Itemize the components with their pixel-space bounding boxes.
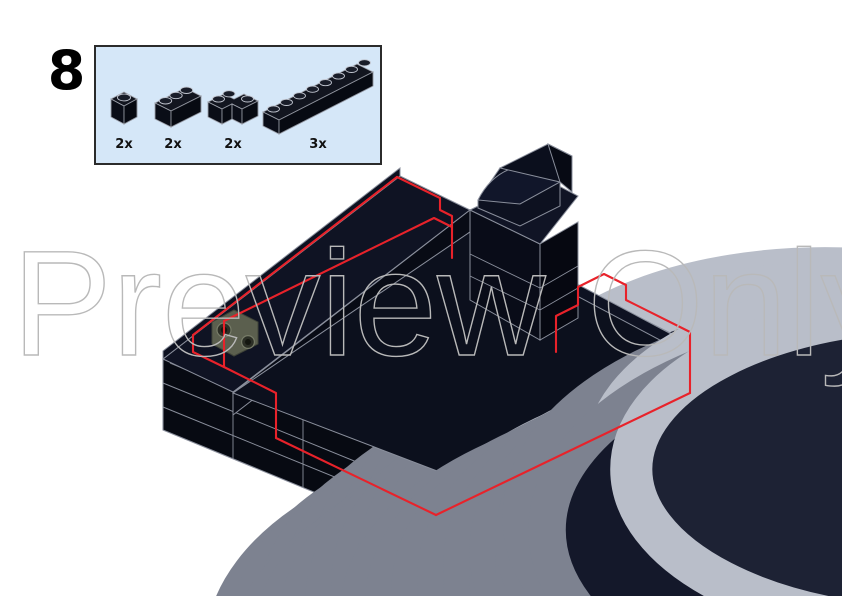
tower — [468, 143, 842, 596]
back-left-wall — [162, 166, 471, 417]
base-rim-top-right — [445, 344, 690, 474]
back-right-wall — [469, 209, 561, 276]
base-left-wall — [162, 352, 446, 547]
part-quantity-label: 2x — [115, 137, 133, 152]
right-ledge-wall — [559, 274, 691, 357]
part-slot-brick-1x8: 3x — [256, 43, 380, 155]
brick-1x3-icon — [153, 86, 203, 128]
model-geometry — [162, 143, 842, 596]
base-rim-top-left — [162, 175, 471, 393]
part-quantity-label: 2x — [164, 137, 182, 152]
watermark-text: Preview Only — [12, 219, 842, 387]
part-slot-brick-1x1: 2x — [100, 53, 148, 155]
part-quantity-label: 2x — [224, 137, 242, 152]
part-slot-brick-corner: 2x — [200, 53, 266, 155]
inner-floor-plate — [231, 231, 702, 475]
accent-technic-piece — [211, 309, 259, 357]
new-parts-highlight — [191, 175, 692, 517]
part-quantity-label: 3x — [309, 137, 327, 152]
base-right-wall — [444, 355, 691, 547]
right-ledge-studs — [623, 374, 842, 596]
back-left-wall-studs — [223, 267, 842, 596]
inner-floor-studs — [357, 317, 842, 596]
part-slot-brick-1x3: 2x — [140, 53, 206, 155]
parts-callout-contents: 2x 2x — [96, 47, 380, 163]
parts-callout-box: 2x 2x — [94, 45, 382, 165]
brick-1x1-icon — [110, 91, 138, 125]
brick-1x8-icon — [262, 59, 374, 135]
brick-corner-icon — [206, 90, 260, 125]
step-number: 8 — [47, 39, 86, 102]
